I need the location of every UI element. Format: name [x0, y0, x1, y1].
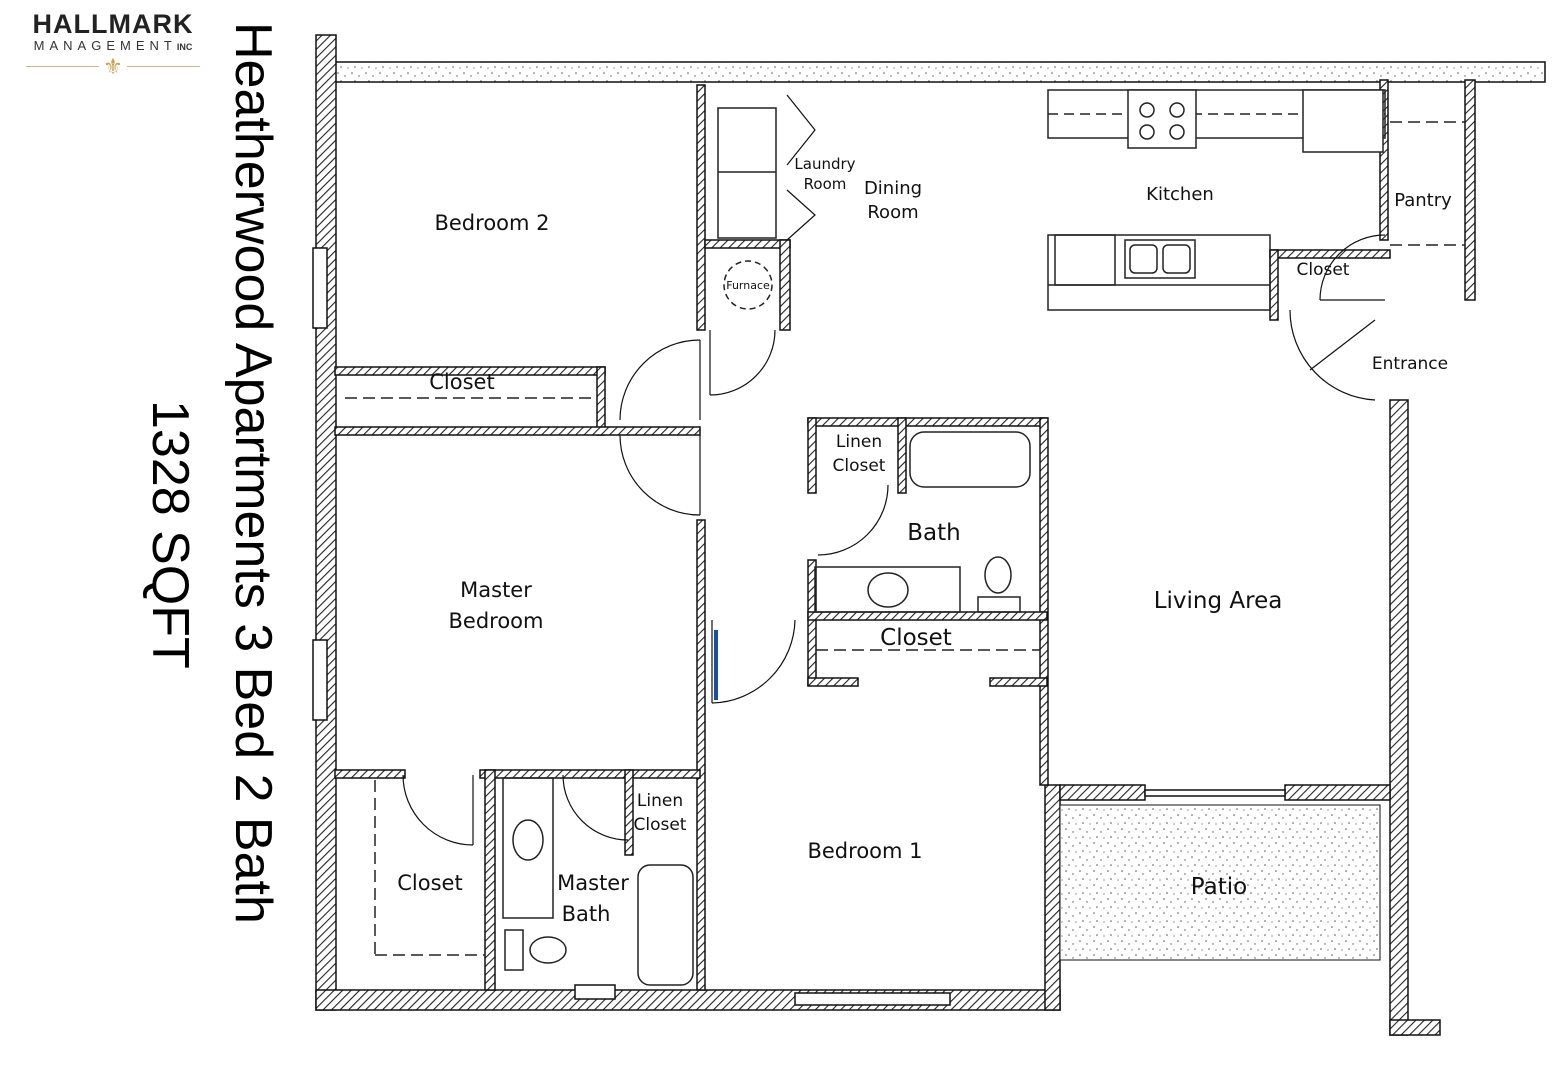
kitchen-sink	[1124, 239, 1196, 279]
label-laundry-2: Room	[804, 175, 847, 193]
logo-management: MANAGEMENT	[33, 38, 177, 53]
room-labels: Bedroom 2 Laundry Room Dining Room Kitch…	[397, 155, 1452, 926]
label-patio: Patio	[1191, 874, 1247, 900]
label-dining-2: Room	[867, 202, 918, 223]
label-linen-2b: Closet	[634, 815, 687, 835]
label-master-2: Bedroom	[449, 609, 544, 633]
range-stove	[1127, 89, 1197, 149]
refrigerator	[1302, 89, 1384, 153]
label-master-bath-1: Master	[557, 871, 629, 895]
fleur-de-lis-icon: ⚜	[99, 54, 127, 79]
vanity	[814, 566, 961, 613]
master-bathtub	[637, 864, 694, 986]
label-laundry-1: Laundry	[794, 155, 855, 173]
label-entrance: Entrance	[1372, 354, 1448, 374]
interior-walls	[334, 79, 1391, 991]
dishwasher	[1054, 234, 1116, 286]
label-bedroom-2: Bedroom 2	[434, 211, 549, 235]
label-bedroom2-closet: Closet	[429, 370, 494, 394]
patio-surface	[1059, 804, 1381, 961]
label-furnace: Furnace	[726, 279, 770, 292]
label-master-closet: Closet	[397, 871, 462, 895]
master-vanity	[502, 777, 554, 919]
label-kitchen: Kitchen	[1146, 184, 1214, 205]
logo-inc: INC	[176, 42, 193, 52]
windows	[312, 247, 1286, 1006]
label-dining-1: Dining	[864, 178, 922, 199]
label-pantry: Pantry	[1394, 190, 1452, 211]
label-kitchen-closet: Closet	[1297, 260, 1350, 280]
logo-name: HALLMARK	[32, 9, 194, 39]
logo-subtitle: MANAGEMENTINC	[22, 38, 204, 55]
bathtub	[909, 431, 1031, 488]
company-logo: HALLMARK MANAGEMENTINC ⚜	[22, 10, 204, 79]
logo-divider: ⚜	[22, 54, 204, 79]
label-hall-closet: Closet	[880, 625, 952, 651]
label-linen-1b: Closet	[833, 456, 886, 476]
label-bedroom-1: Bedroom 1	[807, 839, 922, 863]
label-living-area: Living Area	[1154, 588, 1283, 614]
doors	[402, 94, 1386, 846]
fixtures	[345, 89, 1465, 986]
label-master-bath-2: Bath	[562, 902, 611, 926]
washer-dryer	[717, 107, 777, 239]
label-linen-2: Linen	[637, 791, 683, 811]
label-linen-1: Linen	[836, 432, 882, 452]
label-master-1: Master	[460, 578, 532, 602]
label-bath: Bath	[907, 520, 960, 546]
furnace	[723, 260, 773, 310]
